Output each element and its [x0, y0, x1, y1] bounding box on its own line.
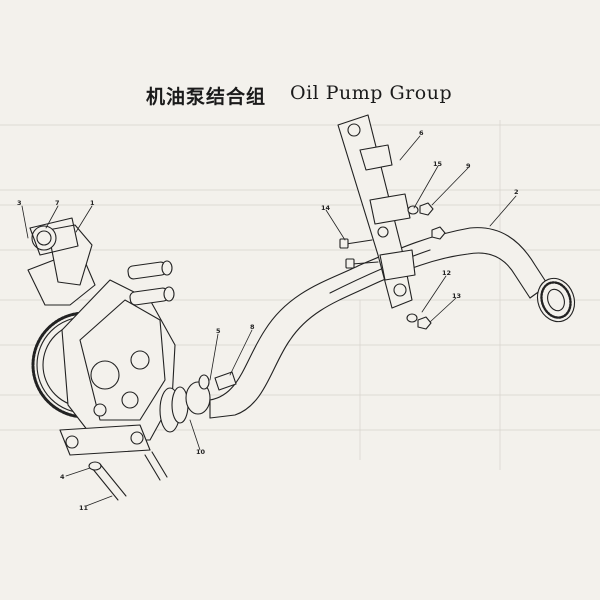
callout-2: 2: [514, 188, 519, 196]
callout-labels: 1 2 3 4 5 6 7 8 9 10 11 12 13 14 15: [17, 129, 519, 512]
callout-10: 10: [196, 448, 206, 456]
fittings: [198, 371, 237, 391]
bosses: [127, 260, 175, 306]
callout-11: 11: [79, 504, 89, 512]
title-chinese: 机油泵结合组: [146, 86, 267, 108]
bottom-flange: [59, 424, 168, 501]
outlet-pipe: [27, 217, 96, 306]
callout-3: 3: [17, 199, 22, 207]
callout-15: 15: [433, 160, 443, 168]
hardware: [339, 202, 446, 330]
callout-14: 14: [321, 204, 331, 212]
callout-9: 9: [466, 162, 471, 170]
callout-8: 8: [250, 323, 255, 331]
bracket: [337, 114, 416, 309]
callout-1: 1: [90, 199, 95, 207]
gasket-rings: [159, 381, 211, 433]
callout-6: 6: [419, 129, 424, 137]
strainer: [536, 277, 576, 323]
callout-13: 13: [452, 292, 461, 300]
leader-lines: [21, 135, 517, 507]
callout-7: 7: [55, 199, 60, 207]
callout-12: 12: [442, 269, 451, 277]
title-english: Oil Pump Group: [290, 82, 453, 104]
callout-5: 5: [216, 327, 221, 335]
pump-body: [61, 279, 176, 441]
callout-4: 4: [60, 473, 65, 481]
